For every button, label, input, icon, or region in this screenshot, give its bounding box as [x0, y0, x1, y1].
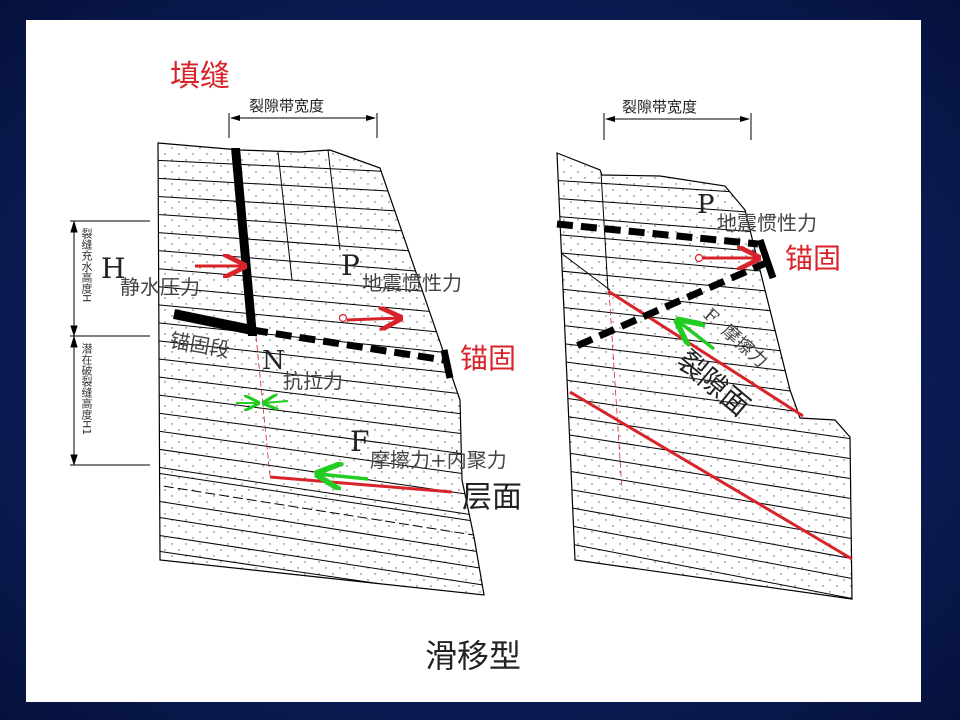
right-friction-arrow — [678, 321, 716, 351]
fracture-plane-lower — [569, 390, 853, 561]
tension-label: 抗拉力 — [283, 369, 343, 393]
right-seismic-force-origin — [694, 253, 704, 263]
hydrostatic-symbol: H — [101, 252, 126, 285]
right-seismic-symbol: P — [697, 190, 715, 220]
right-potential-crack — [608, 290, 623, 491]
left-anchor-label: 锚固 — [460, 342, 517, 375]
seismic-force-arrow — [346, 318, 400, 320]
right-anchor-bar — [556, 220, 777, 352]
right-fracture-width-label: 裂隙带宽度 — [622, 98, 698, 116]
tension-arrow-right — [264, 401, 289, 403]
left-fracture-width-label: 裂隙带宽度 — [249, 97, 325, 115]
friction-arrow — [318, 474, 369, 479]
potential-crack-height-label: 潜在破裂缝高度H1 — [80, 343, 93, 436]
friction-symbol: F — [350, 425, 370, 458]
left-anchor-bar — [172, 309, 454, 379]
fracture-plane-upper — [607, 289, 804, 418]
filled-crack — [231, 148, 257, 336]
tension-symbol: N — [262, 346, 285, 376]
filled-crack-label: 填缝 — [170, 59, 230, 94]
seismic-label: 地震惯性力 — [362, 271, 462, 295]
seismic-symbol: P — [341, 249, 360, 282]
hydrostatic-label: 静水压力 — [120, 275, 200, 299]
seismic-force-origin — [338, 313, 348, 323]
left-width-dimension — [228, 113, 378, 138]
figure-caption: 滑移型 — [425, 637, 522, 675]
right-seismic-label: 地震惯性力 — [717, 211, 817, 235]
potential-crack-line — [255, 335, 271, 477]
water-height-label: 裂缝充水高度H — [80, 228, 93, 303]
right-width-dimension — [603, 113, 752, 140]
friction-label: 摩擦力+内聚力 — [370, 448, 507, 472]
right-anchor-label: 锚固 — [785, 242, 842, 275]
bedding-plane-label: 层面 — [462, 480, 522, 515]
left-height-dimensions — [70, 220, 150, 466]
bedding-plane-line — [269, 475, 453, 494]
